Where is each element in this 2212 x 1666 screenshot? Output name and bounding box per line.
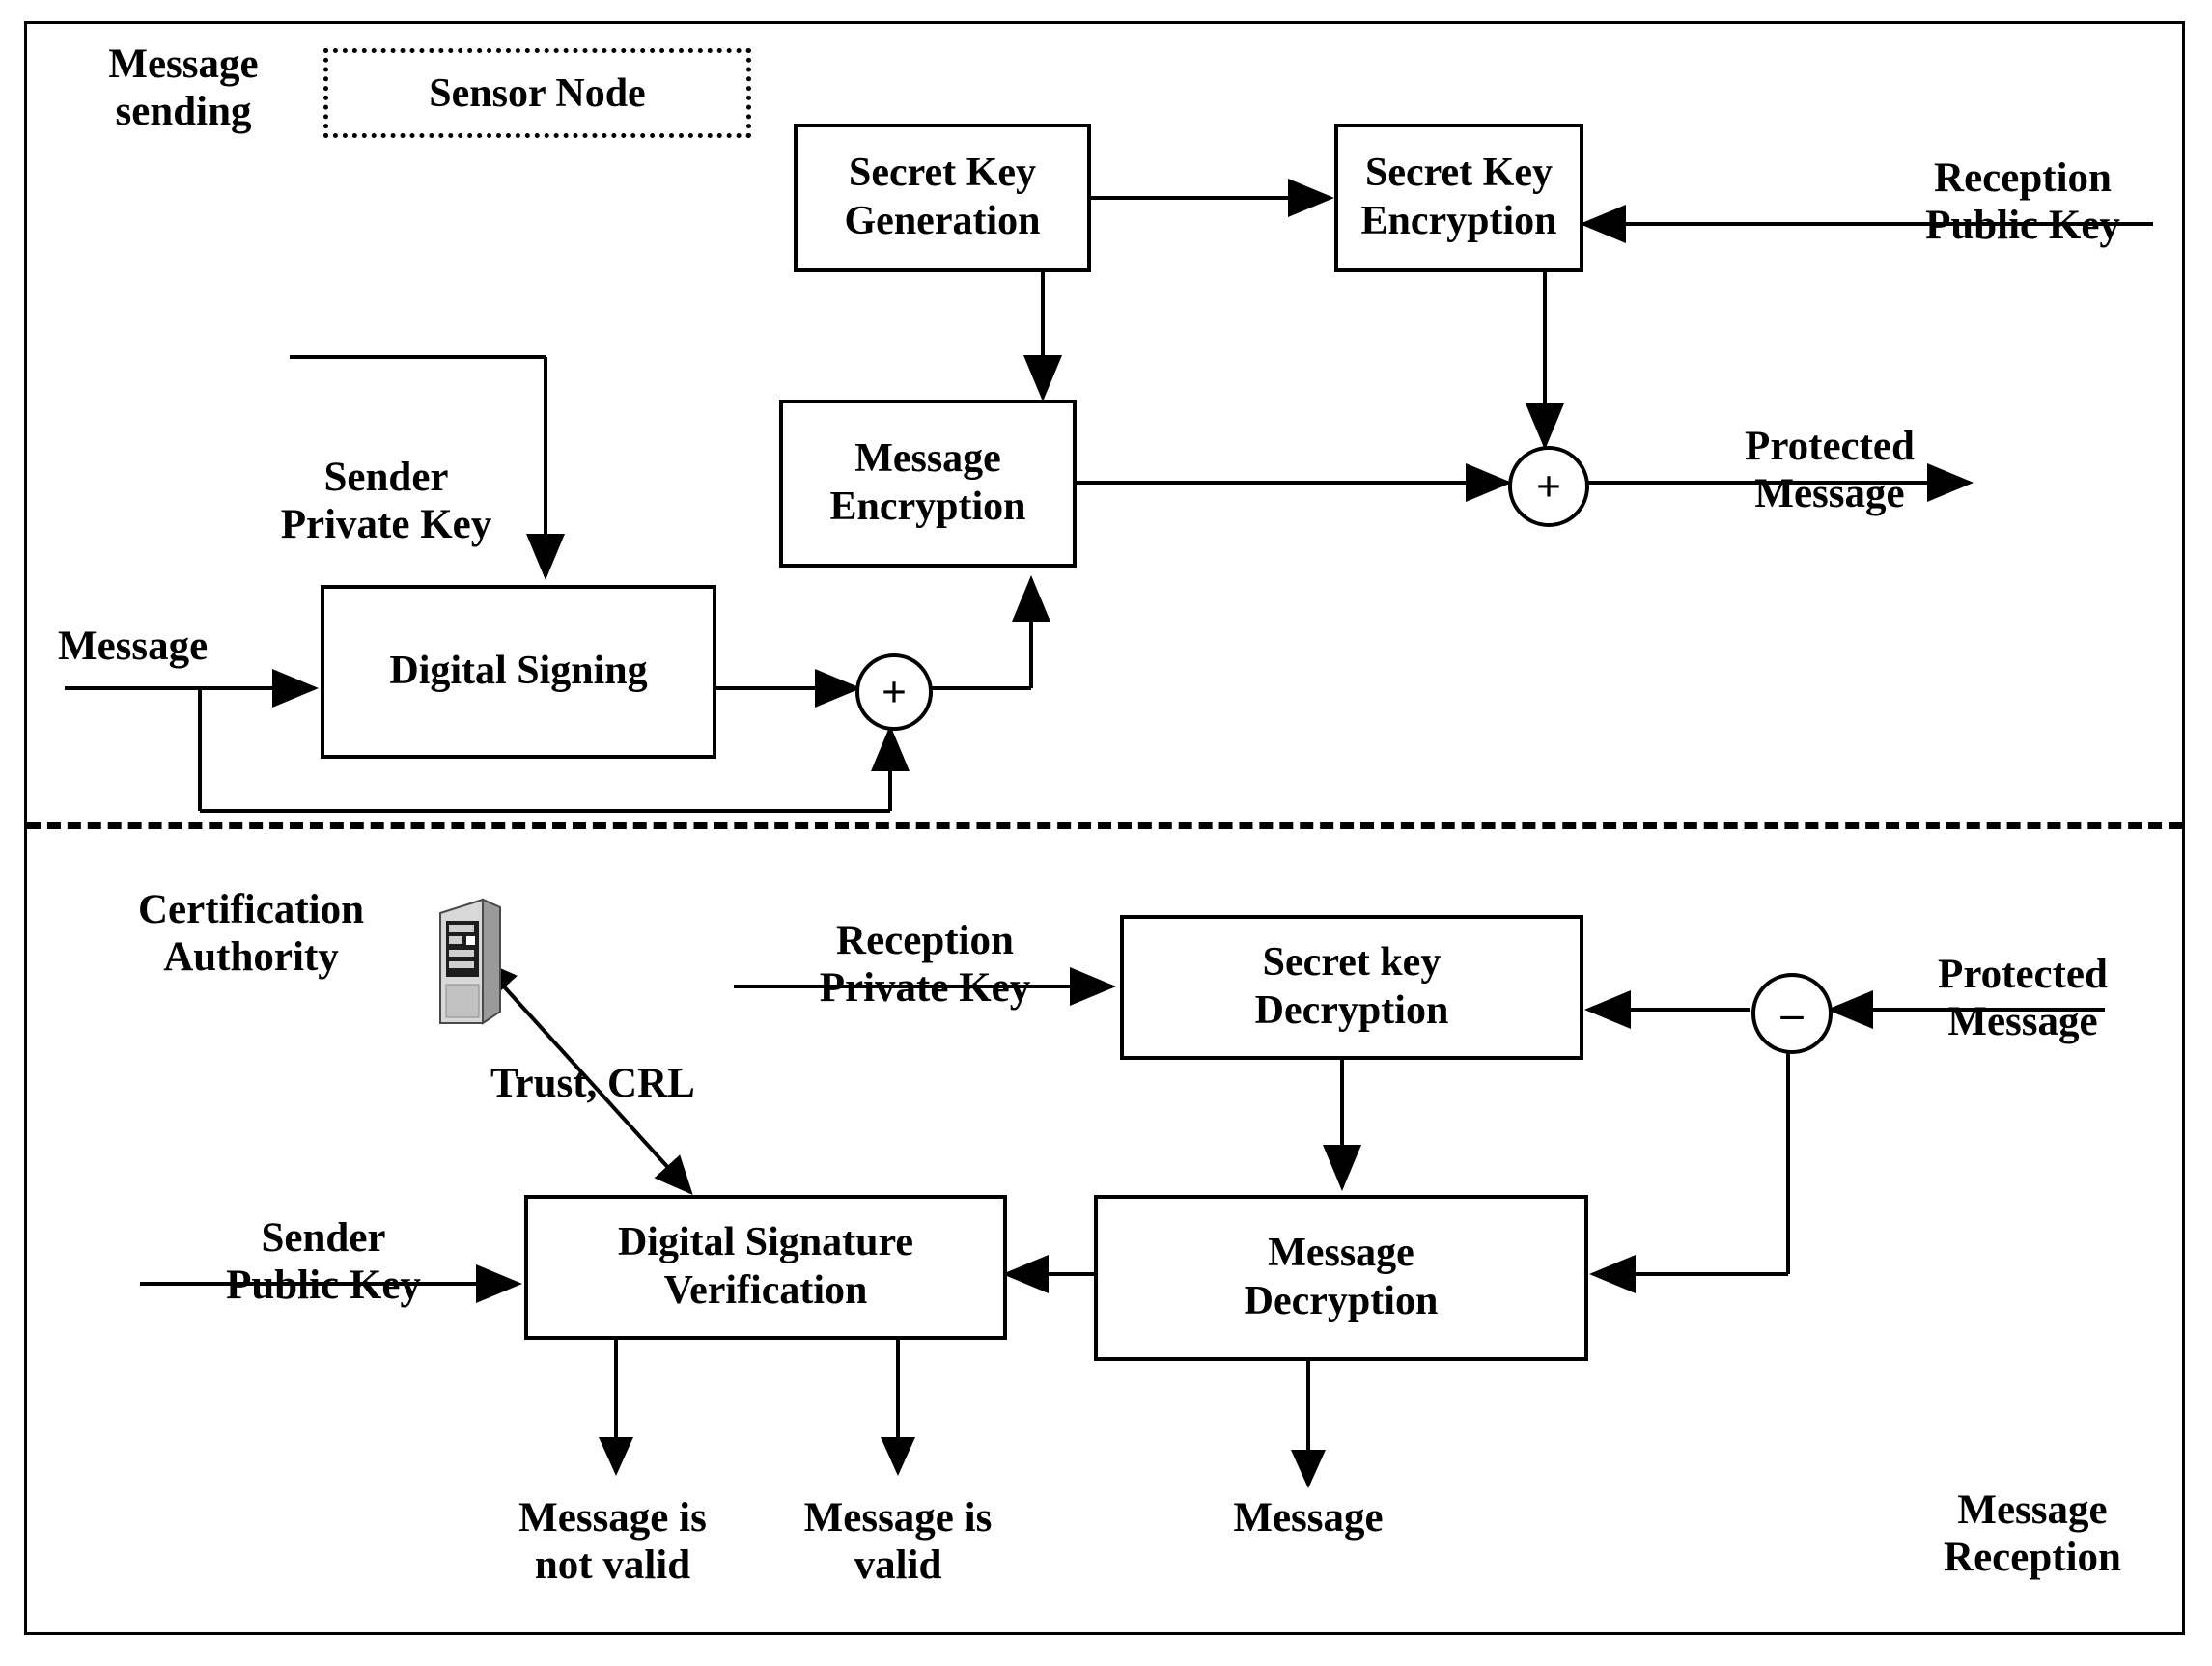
diagram-outer-border	[24, 21, 2185, 1635]
certification-authority-label: Certification Authority	[137, 887, 365, 981]
message-input-label: Message	[58, 624, 209, 669]
sum-operator-protected: +	[1508, 446, 1589, 527]
difference-operator-protected: –	[1751, 973, 1833, 1054]
secret-key-decryption-box[interactable]: Secret key Decryption	[1120, 915, 1583, 1060]
sender-private-key-label: Sender Private Key	[280, 455, 492, 548]
sensor-node-label: Sensor Node	[429, 70, 646, 116]
reception-public-key-label: Reception Public Key	[1925, 155, 2120, 249]
protected-message-output-label: Protected Message	[1745, 424, 1915, 517]
sum-operator-signature: +	[855, 653, 933, 731]
message-reception-label: Message Reception	[1944, 1487, 2121, 1581]
sender-public-key-label: Sender Public Key	[226, 1215, 421, 1309]
message-decryption-box[interactable]: Message Decryption	[1094, 1195, 1588, 1361]
message-not-valid-label: Message is not valid	[518, 1495, 707, 1589]
secret-key-generation-box[interactable]: Secret Key Generation	[794, 124, 1091, 272]
digital-signing-box[interactable]: Digital Signing	[321, 585, 716, 759]
message-output-label: Message	[1233, 1495, 1384, 1541]
message-sending-label: Message sending	[108, 42, 259, 135]
reception-private-key-label: Reception Private Key	[819, 918, 1031, 1012]
protected-message-input-label: Protected Message	[1938, 952, 2108, 1045]
certification-authority-server-icon	[439, 898, 501, 1025]
message-encryption-box[interactable]: Message Encryption	[779, 400, 1077, 568]
digital-signature-verification-box[interactable]: Digital Signature Verification	[524, 1195, 1007, 1340]
message-valid-label: Message is valid	[803, 1495, 993, 1589]
sensor-node-box: Sensor Node	[323, 48, 751, 138]
section-divider	[27, 822, 2182, 829]
secret-key-encryption-box[interactable]: Secret Key Encryption	[1334, 124, 1583, 272]
trust-crl-label: Trust, CRL	[490, 1061, 695, 1106]
